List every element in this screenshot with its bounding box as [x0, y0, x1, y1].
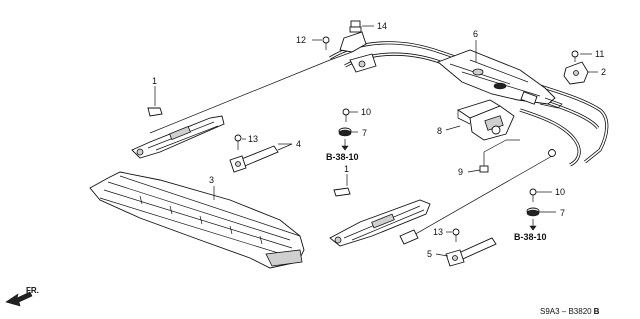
screw-11: [571, 50, 579, 62]
left-deflector-arm: [229, 145, 279, 173]
callout-9: 9: [458, 167, 463, 177]
front-frame: [89, 171, 305, 269]
front-direction-label: FR.: [26, 286, 39, 295]
cable-end-right: [548, 149, 556, 157]
screw-13-bottom: [452, 228, 460, 242]
callout-13-top: 13: [248, 134, 258, 144]
callout-2: 2: [601, 67, 606, 77]
callout-10-top: 10: [361, 107, 371, 117]
right-deflector-arm: [445, 237, 497, 267]
clip-middle: [333, 187, 351, 197]
callout-11: 11: [595, 49, 604, 59]
callout-1-middle: 1: [344, 164, 349, 174]
callout-7-bottom: 7: [560, 208, 565, 218]
right-cable-bracket: [563, 61, 589, 85]
motor-frame-assembly: [437, 49, 563, 109]
nut-14: [349, 20, 362, 33]
callout-6: 6: [473, 29, 478, 39]
callout-labels: 1 1 2 3 4 5 6 7 7 8 9 10 10 11 12 13 13 …: [152, 21, 606, 259]
reference-label-right: B-38-10: [514, 232, 547, 242]
callout-3: 3: [209, 175, 214, 185]
callout-7-top: 7: [362, 128, 367, 138]
leader-lines: [154, 25, 598, 257]
callout-1-top: 1: [152, 76, 157, 86]
cable-end-bracket: [339, 31, 377, 73]
reference-label-left: B-38-10: [326, 152, 359, 162]
clip-upper: [147, 107, 163, 117]
grommet-7-top: [338, 127, 352, 151]
motor-bolt: [479, 152, 489, 173]
front-direction-arrow: FR.: [5, 286, 39, 307]
left-guide-rail: [131, 115, 225, 159]
callout-14: 14: [377, 21, 387, 31]
right-guide-rail: [329, 199, 431, 247]
callout-8: 8: [437, 126, 442, 136]
screw-10-bottom: [529, 188, 537, 202]
callout-4: 4: [296, 139, 301, 149]
callout-5: 5: [427, 249, 432, 259]
callout-10-bottom: 10: [555, 187, 565, 197]
screw-10-top: [342, 108, 350, 122]
callout-13-bottom: 13: [433, 227, 443, 237]
grommet-7-bottom: [526, 207, 540, 231]
sunroof-motor: [456, 99, 515, 141]
screw-13-top: [234, 134, 242, 150]
screw-12: [322, 36, 330, 50]
callout-12: 12: [296, 35, 306, 45]
